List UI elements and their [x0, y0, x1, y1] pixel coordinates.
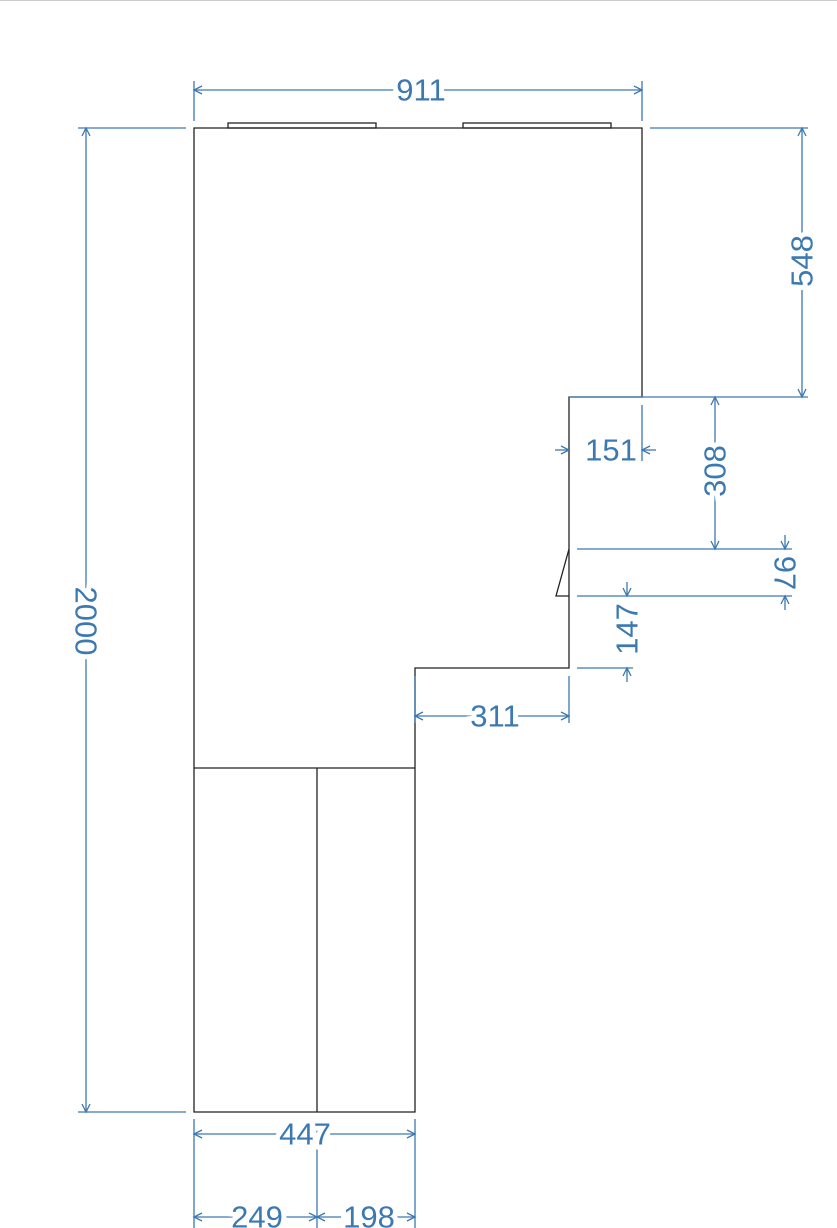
dimension-label: 198	[343, 1200, 395, 1228]
dimension-notch-height: 97	[577, 535, 808, 610]
dimension-step-height: 308	[577, 395, 792, 551]
dimension-label: 249	[231, 1200, 283, 1228]
dimension-label: 2000	[69, 587, 104, 656]
dimension-label: 151	[585, 433, 637, 468]
dimension-step-offset: 151	[555, 405, 656, 473]
dimension-label: 147	[610, 603, 645, 655]
dimension-label: 311	[470, 699, 519, 734]
dimension-lower-step-width: 311	[413, 676, 571, 739]
dimension-base-right-width: 198	[315, 1195, 417, 1228]
dimension-upper-right-height: 548	[569, 126, 825, 399]
dimension-label: 548	[785, 235, 820, 287]
notch-triangle	[555, 548, 570, 597]
dimension-base-width: 447	[192, 1112, 417, 1228]
dimension-label: 447	[279, 1117, 331, 1152]
top-handle-right	[462, 122, 612, 129]
dimension-overall-width: 911	[192, 68, 644, 121]
dimension-label: 308	[698, 445, 733, 497]
dimension-base-left-width: 249	[192, 1195, 319, 1228]
dimension-label: 911	[396, 73, 445, 108]
dimension-label: 97	[768, 556, 803, 590]
dimension-lower-step-height: 147	[577, 582, 650, 682]
dimension-overall-height: 2000	[64, 126, 186, 1114]
top-handle-left	[227, 122, 377, 129]
cabinet-outline	[193, 122, 643, 1113]
cabinet-body	[193, 127, 643, 1113]
